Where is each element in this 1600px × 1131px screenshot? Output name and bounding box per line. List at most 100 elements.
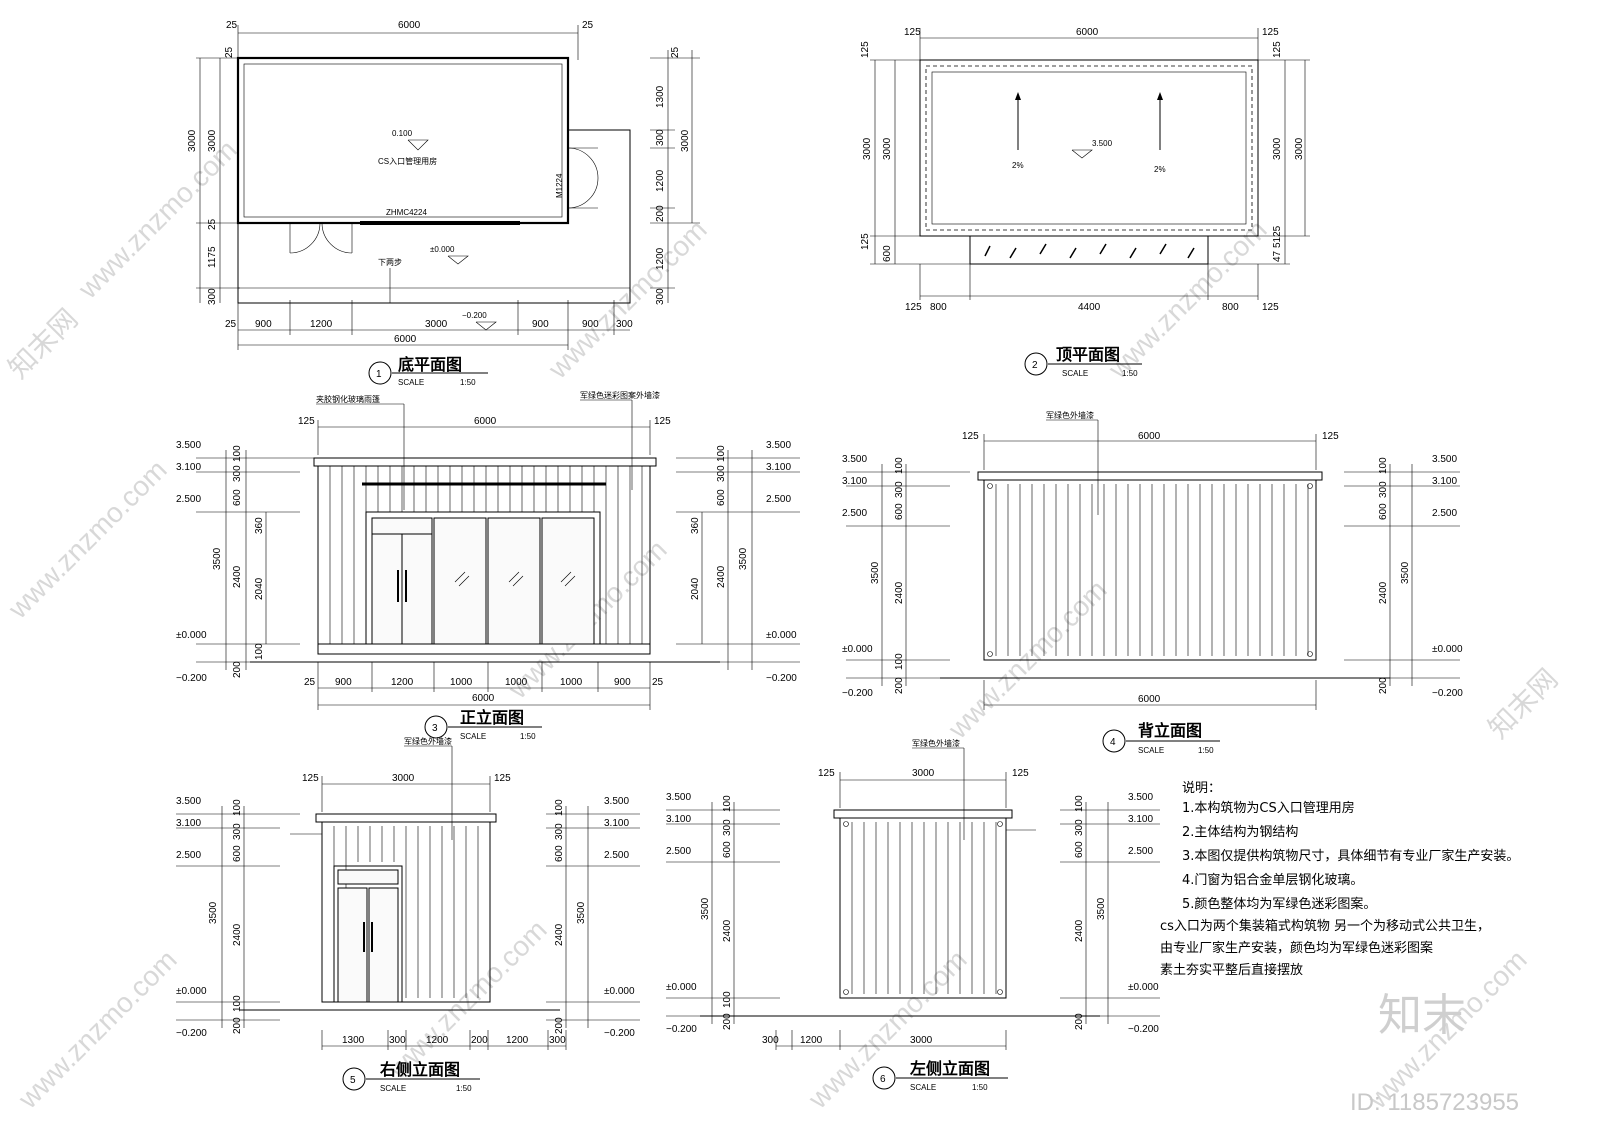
level-label: −0.200 <box>1432 688 1463 699</box>
dim-label: 125 <box>654 416 671 427</box>
dim-label: 300 <box>655 288 666 305</box>
watermark-site: www.znzmo.com <box>802 944 973 1115</box>
dim-label: 6000 <box>472 693 495 704</box>
level-label: ±0.000 <box>604 986 635 997</box>
dim-label: 125 <box>494 773 511 784</box>
dim-label: 100 <box>894 653 905 670</box>
callout-canopy: 夹胶钢化玻璃雨篷 <box>316 394 380 404</box>
dim-label: 3000 <box>882 137 893 160</box>
dim-label: 1200 <box>506 1035 529 1046</box>
callout-wall: 军绿色外墙漆 <box>912 738 960 748</box>
notes-heading: 说明： <box>1182 781 1221 796</box>
dim-label: 2040 <box>690 577 701 600</box>
dim-label: 1000 <box>450 677 473 688</box>
dim-label: 6000 <box>398 20 421 31</box>
dim-label: 3500 <box>738 547 749 570</box>
dim-label: 300 <box>549 1035 566 1046</box>
level-label: 3.100 <box>604 818 629 829</box>
note-item: cs入口为两个集装箱式构筑物 另一个为移动式公共卫生， <box>1160 918 1490 934</box>
note-item: 素土夯实平整后直接摆放 <box>1160 962 1303 978</box>
drawing-number: 4 <box>1110 737 1116 748</box>
level-label: ±0.000 <box>1432 644 1463 655</box>
dim-label: 6000 <box>1138 431 1161 442</box>
note-item: 4.门窗为铝合金单层钢化玻璃。 <box>1182 872 1363 888</box>
dim-label: 200 <box>655 205 666 222</box>
drawing-title: 右侧立面图 <box>380 1060 460 1079</box>
dim-label: 2400 <box>894 581 905 604</box>
brand-logo: 知末 <box>1378 990 1466 1041</box>
note-item: 3.本图仅提供构筑物尺寸，具体细节有专业厂家生产安装。 <box>1182 848 1519 864</box>
dim-label: 3000 <box>680 129 691 152</box>
dim-label: 3000 <box>207 129 218 152</box>
dim-label: 100 <box>722 991 733 1008</box>
watermark-site: 知末网 <box>2 303 83 384</box>
level-label: 3.500 <box>666 792 691 803</box>
dim-label: 6000 <box>394 334 417 345</box>
dim-label: 100 <box>232 995 243 1012</box>
dim-label: 125 <box>1272 41 1283 58</box>
dim-label: 600 <box>232 845 243 862</box>
dim-label: 3000 <box>187 129 198 152</box>
slope-label: 2% <box>1012 161 1024 170</box>
dim-label: 300 <box>232 823 243 840</box>
dim-label: 25 <box>226 20 238 31</box>
watermark-site: www.znzmo.com <box>12 944 183 1115</box>
dim-label: 100 <box>232 445 243 462</box>
plan-bottom: 25 6000 25 ZHMC4224 M1224 0.100 CS入口管理用房… <box>187 20 700 387</box>
dim-label: 125 <box>818 768 835 779</box>
dim-label: 1000 <box>505 677 528 688</box>
level-label: 3.500 <box>176 796 201 807</box>
dim-label: 47 <box>1272 250 1283 262</box>
dim-label: 900 <box>582 319 599 330</box>
dim-label: 300 <box>616 319 633 330</box>
dim-label: 2400 <box>232 923 243 946</box>
room-name: CS入口管理用房 <box>378 156 437 166</box>
level-label: −0.200 <box>176 1028 207 1039</box>
level-label: −0.200 <box>604 1028 635 1039</box>
level-ladder-left: 3.500 3.100 2.500 ±0.000 −0.200 100 300 … <box>176 796 300 1039</box>
callout-wall: 军绿色外墙漆 <box>1046 410 1094 420</box>
dim-label: 2400 <box>1378 581 1389 604</box>
level-label: 2.500 <box>842 508 867 519</box>
roof-level: 3.500 <box>1092 139 1113 148</box>
scale-label: SCALE <box>1138 746 1164 755</box>
dim-label: 1200 <box>655 247 666 270</box>
dim-label: 800 <box>930 302 947 313</box>
dim-label: 300 <box>762 1035 779 1046</box>
dim-label: 25 <box>225 319 237 330</box>
dim-label: 600 <box>722 841 733 858</box>
level-label: 2.500 <box>176 850 201 861</box>
dim-label: 125 <box>860 41 871 58</box>
dim-label: 6000 <box>1138 694 1161 705</box>
dim-label: 1000 <box>560 677 583 688</box>
level-label: ±0.000 <box>842 644 873 655</box>
level-label: 3.100 <box>1128 814 1153 825</box>
dim-label: 125 <box>962 431 979 442</box>
dim-label: 1300 <box>655 85 666 108</box>
dim-label: 125 <box>860 233 871 250</box>
dim-label: 3500 <box>212 547 223 570</box>
dim-label: 300 <box>655 129 666 146</box>
dim-label: 900 <box>255 319 272 330</box>
scale-value: 1:50 <box>460 378 476 387</box>
dim-label: 3000 <box>1272 137 1283 160</box>
level-label: 3.100 <box>666 814 691 825</box>
dim-label: 25 <box>224 46 235 58</box>
note-item: 5.颜色整体均为军绿色迷彩图案。 <box>1182 896 1376 912</box>
plan-top: 125 6000 125 2% 2% 3.500 <box>860 27 1310 378</box>
dim-label: 2400 <box>722 919 733 942</box>
dim-label: 1200 <box>800 1035 823 1046</box>
dim-label: 125 <box>905 302 922 313</box>
dim-label: 3000 <box>392 773 415 784</box>
level-ladder-left: 3.500 3.100 2.500 ±0.000 −0.200 100 300 … <box>666 792 780 1035</box>
drawing-number: 5 <box>350 1075 356 1086</box>
elevation-back: 军绿色外墙漆 125 6000 125 <box>842 410 1463 755</box>
dim-label: 3000 <box>425 319 448 330</box>
level-label: 3.100 <box>176 462 201 473</box>
elevation-left: 军绿色外墙漆 125 3000 125 <box>666 738 1160 1092</box>
dim-label: 125 <box>1322 431 1339 442</box>
level-label: −0.200 <box>176 673 207 684</box>
dim-label: 125 <box>302 773 319 784</box>
dim-label: 100 <box>894 457 905 474</box>
scale-label: SCALE <box>380 1084 406 1093</box>
